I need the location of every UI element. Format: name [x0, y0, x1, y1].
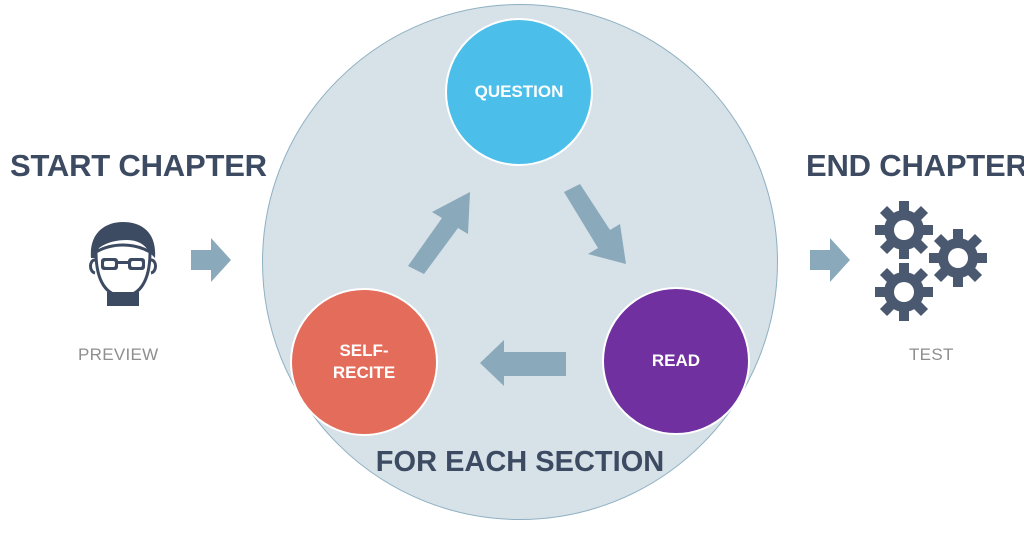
arrow-right-left — [191, 238, 231, 282]
read-step-circle: READ — [602, 287, 750, 435]
student-face-icon — [89, 222, 157, 306]
read-step-label: READ — [651, 351, 701, 370]
start-chapter-heading: START CHAPTER — [10, 148, 267, 183]
arrow-recite-to-question — [408, 192, 470, 274]
question-step-label: QUESTION — [474, 82, 564, 101]
arrow-right-right — [810, 238, 850, 282]
self-recite-label-line1: SELF- — [339, 341, 389, 360]
test-caption: TEST — [909, 345, 954, 364]
for-each-section-label: FOR EACH SECTION — [375, 446, 665, 478]
end-chapter-heading: END CHAPTER — [806, 148, 1024, 183]
gears-icon — [875, 201, 987, 321]
question-step-circle: QUESTION — [445, 18, 593, 166]
self-recite-step-circle: SELF- RECITE — [290, 288, 438, 436]
arrow-question-to-read — [564, 184, 626, 264]
arrow-read-to-recite — [480, 340, 566, 386]
preview-caption: PREVIEW — [78, 345, 159, 364]
self-recite-label-line2: RECITE — [332, 363, 396, 382]
